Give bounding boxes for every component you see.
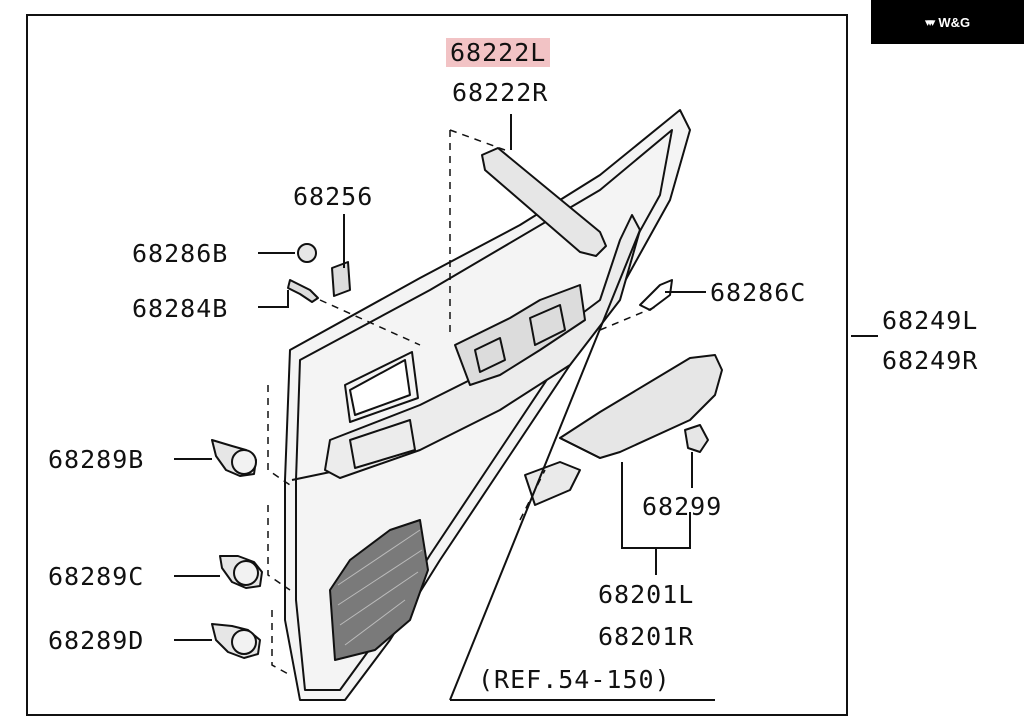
part-label-68289D: 68289D	[48, 626, 145, 655]
logo-text: W&G	[938, 14, 971, 30]
logo-mark-icon: ▾▾▾	[924, 15, 935, 29]
speaker-grille	[329, 519, 429, 661]
pull-handle	[481, 147, 607, 257]
part-label-68249L: 68249L	[882, 306, 979, 335]
brand-logo: ▾▾▾ W&G	[871, 0, 1024, 44]
part-label-68284B: 68284B	[132, 294, 229, 323]
armrest	[559, 354, 723, 459]
part-label-68222L: 68222L	[446, 38, 551, 67]
part-label-68222R: 68222R	[452, 78, 549, 107]
part-label-68201R: 68201R	[598, 622, 695, 651]
part-label-68289C: 68289C	[48, 562, 145, 591]
part-label-68289B: 68289B	[48, 445, 145, 474]
part-label-68249R: 68249R	[882, 346, 979, 375]
clip-68289C	[219, 555, 263, 589]
part-label-68286B: 68286B	[132, 239, 229, 268]
part-label-68299: 68299	[642, 492, 723, 521]
diagram-frame	[26, 14, 848, 716]
clip-68289D	[211, 623, 261, 659]
part-label-68286C: 68286C	[710, 278, 807, 307]
screw-68284B	[287, 279, 319, 303]
part-label-68256: 68256	[293, 182, 374, 211]
clip-68286B	[297, 243, 317, 263]
clip-68289B	[211, 439, 257, 477]
part-label-68201L: 68201L	[598, 580, 695, 609]
reference-label: (REF.54-150)	[478, 665, 671, 694]
